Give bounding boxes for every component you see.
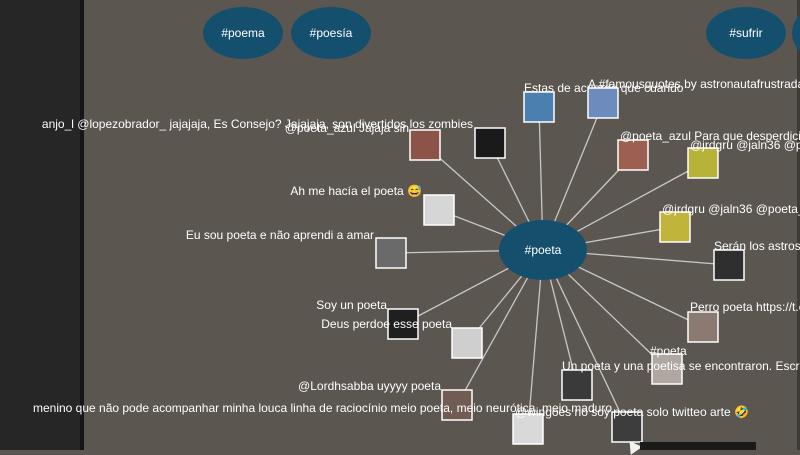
post-text: menino que não pode acompanhar minha lou… bbox=[33, 401, 612, 415]
post-node[interactable]: @wingoes no soy poeta solo twitteo arte … bbox=[515, 405, 749, 443]
left-panel-border bbox=[80, 0, 84, 450]
post-text: @poeta_azul Jajaja sin bbox=[285, 121, 409, 135]
right-scroll-edge bbox=[797, 0, 800, 450]
post-node[interactable]: Un poeta y una poetisa se encontraron. E… bbox=[561, 359, 800, 401]
post-node-layer: Estas de acuerdo que cuando A #famousquo… bbox=[33, 77, 800, 445]
post-text: Soy un poeta bbox=[316, 298, 387, 312]
post-text: Perro poeta https://t.co bbox=[690, 300, 800, 314]
post-thumbnail bbox=[512, 413, 544, 445]
post-text: Serán los astros, c bbox=[714, 239, 800, 253]
edge-line bbox=[542, 249, 628, 428]
post-node[interactable]: Perro poeta https://t.co bbox=[687, 300, 800, 343]
post-thumbnail bbox=[561, 369, 593, 401]
post-text: @poeta_azul Para que desperdiciar ti bbox=[620, 129, 800, 143]
post-thumbnail bbox=[687, 147, 719, 179]
hashtag-label: #poema bbox=[221, 26, 265, 40]
post-thumbnail bbox=[441, 389, 473, 421]
bottom-dark-bar bbox=[640, 442, 756, 450]
center-hashtag-label: #poeta bbox=[525, 243, 562, 257]
hashtag-node-poeta-center[interactable]: #poeta bbox=[499, 220, 587, 280]
post-thumbnail bbox=[687, 311, 719, 343]
post-node[interactable]: A #famousquotes by astronautafrustrada @… bbox=[587, 77, 800, 119]
post-thumbnail bbox=[659, 211, 691, 243]
post-text: Deus perdoe esse poeta bbox=[321, 317, 452, 331]
post-text: @jrdgru @jaln36 @po bbox=[690, 138, 800, 152]
post-text: @wingoes no soy poeta solo twitteo arte … bbox=[515, 405, 749, 420]
post-node[interactable]: anjo_l @lopezobrador_ jajajaja, Es Conse… bbox=[42, 117, 473, 161]
post-text: Un poeta y una poetisa se encontraron. E… bbox=[562, 359, 800, 373]
post-node[interactable]: menino que não pode acompanhar minha lou… bbox=[33, 401, 612, 445]
post-text: Eu sou poeta e não aprendi a amar bbox=[186, 228, 374, 242]
post-thumbnail bbox=[587, 87, 619, 119]
post-node[interactable]: Deus perdoe esse poeta bbox=[321, 317, 483, 359]
hashtag-node-poema[interactable]: #poema bbox=[203, 7, 283, 59]
post-node[interactable]: Serán los astros, c bbox=[713, 239, 800, 281]
post-text: #poeta bbox=[650, 344, 687, 358]
post-node[interactable]: #poeta bbox=[650, 344, 687, 385]
hashtag-node-poesia[interactable]: #poesía bbox=[291, 7, 371, 59]
post-node[interactable]: @Lordhsabba uyyyy poeta bbox=[298, 379, 473, 421]
hashtag-node-partial[interactable] bbox=[792, 7, 800, 59]
post-text: @Lordhsabba uyyyy poeta bbox=[298, 379, 441, 393]
post-thumbnail bbox=[651, 353, 683, 385]
post-node[interactable]: Ah me hacía el poeta 😅 bbox=[290, 184, 455, 226]
left-dark-panel bbox=[0, 0, 80, 450]
post-thumbnail bbox=[611, 411, 643, 443]
post-thumbnail bbox=[387, 308, 419, 340]
post-text: A #famousquotes by astronautafrustrada @… bbox=[588, 77, 800, 91]
post-thumbnail bbox=[617, 139, 649, 171]
post-thumbnail bbox=[409, 129, 441, 161]
post-thumbnail bbox=[523, 91, 555, 123]
post-thumbnail bbox=[375, 237, 407, 269]
post-node[interactable]: Eu sou poeta e não aprendi a amar bbox=[186, 228, 407, 269]
post-text: Ah me hacía el poeta 😅 bbox=[290, 184, 422, 198]
post-text: anjo_l @lopezobrador_ jajajaja, Es Conse… bbox=[42, 117, 473, 131]
post-node[interactable]: Soy un poeta bbox=[316, 298, 419, 340]
hashtag-label: #poesía bbox=[310, 26, 353, 40]
hashtag-label: #sufrir bbox=[729, 26, 762, 40]
post-node[interactable]: @jrdgru @jaln36 @poeta_azu bbox=[659, 202, 800, 243]
post-thumbnail bbox=[451, 327, 483, 359]
post-thumbnail bbox=[423, 194, 455, 226]
post-node[interactable]: @poeta_azul Para que desperdiciar ti bbox=[617, 129, 800, 171]
post-node[interactable]: @jrdgru @jaln36 @po bbox=[687, 138, 800, 179]
post-node[interactable]: @poeta_azul Jajaja sin bbox=[285, 121, 506, 159]
hashtag-node-sufrir[interactable]: #sufrir bbox=[706, 7, 786, 59]
post-thumbnail bbox=[474, 127, 506, 159]
post-text: @jrdgru @jaln36 @poeta_azu bbox=[662, 202, 800, 216]
post-thumbnail bbox=[713, 249, 745, 281]
